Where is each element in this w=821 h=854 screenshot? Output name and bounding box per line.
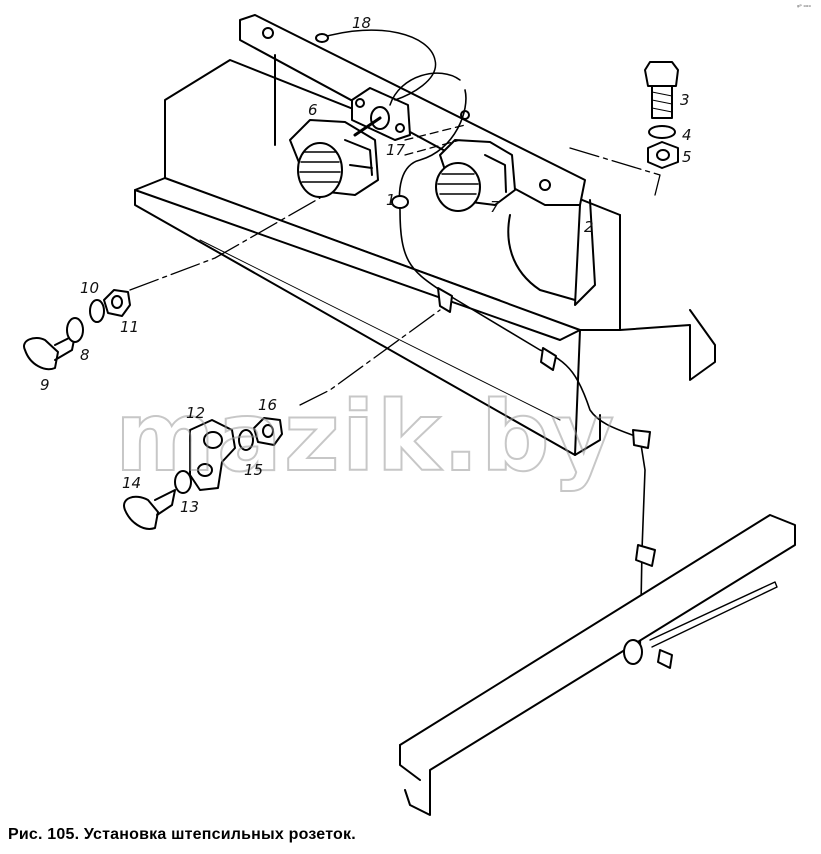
assembly-leader-lines — [129, 124, 661, 406]
nut-5 — [647, 141, 679, 169]
callout-3: 3 — [680, 91, 690, 109]
callout-12: 12 — [186, 404, 205, 422]
nut-16 — [253, 417, 283, 446]
nut-11 — [103, 289, 131, 317]
callout-1: 1 — [386, 191, 396, 209]
callout-8: 8 — [80, 346, 90, 364]
callout-14: 14 — [122, 474, 141, 492]
callout-11: 11 — [120, 318, 139, 336]
corner-mark: ᵍᴾ ᵒᵒᵒ — [796, 4, 811, 11]
socket-7 — [435, 139, 516, 212]
callout-13: 13 — [180, 498, 199, 516]
washer-13 — [174, 470, 192, 494]
exploded-assembly-diagram: mazik.by 1 2 3 4 5 6 7 8 9 10 11 12 13 1… — [23, 14, 796, 816]
washer-8 — [66, 317, 84, 343]
callout-15: 15 — [244, 461, 263, 479]
socket-6 — [289, 119, 379, 198]
callout-17: 17 — [386, 141, 406, 159]
callout-4: 4 — [682, 126, 692, 144]
callout-labels: 1 2 3 4 5 6 7 8 9 10 11 12 13 14 15 16 1… — [40, 14, 692, 516]
callout-5: 5 — [682, 148, 692, 166]
callout-16: 16 — [258, 396, 277, 414]
callout-18: 18 — [352, 14, 371, 32]
wire-18 — [315, 29, 437, 101]
clamp-12 — [189, 419, 236, 491]
socket-17 — [351, 87, 411, 141]
figure-caption: Рис. 105. Установка штепсильных розеток. — [8, 826, 356, 843]
lower-channel-beam — [399, 514, 796, 816]
bolt-14 — [123, 489, 176, 530]
bolt-9 — [23, 334, 76, 370]
washer-15 — [238, 429, 254, 451]
callout-10: 10 — [80, 279, 99, 297]
washer-10 — [89, 299, 105, 323]
wiring-harness — [389, 72, 656, 661]
washer-4 — [648, 125, 676, 139]
callout-7: 7 — [490, 198, 500, 216]
callout-6: 6 — [308, 101, 318, 119]
bolt-3 — [644, 61, 679, 119]
callout-2: 2 — [584, 218, 594, 236]
watermark: mazik.by — [115, 381, 616, 493]
callout-9: 9 — [40, 376, 50, 394]
